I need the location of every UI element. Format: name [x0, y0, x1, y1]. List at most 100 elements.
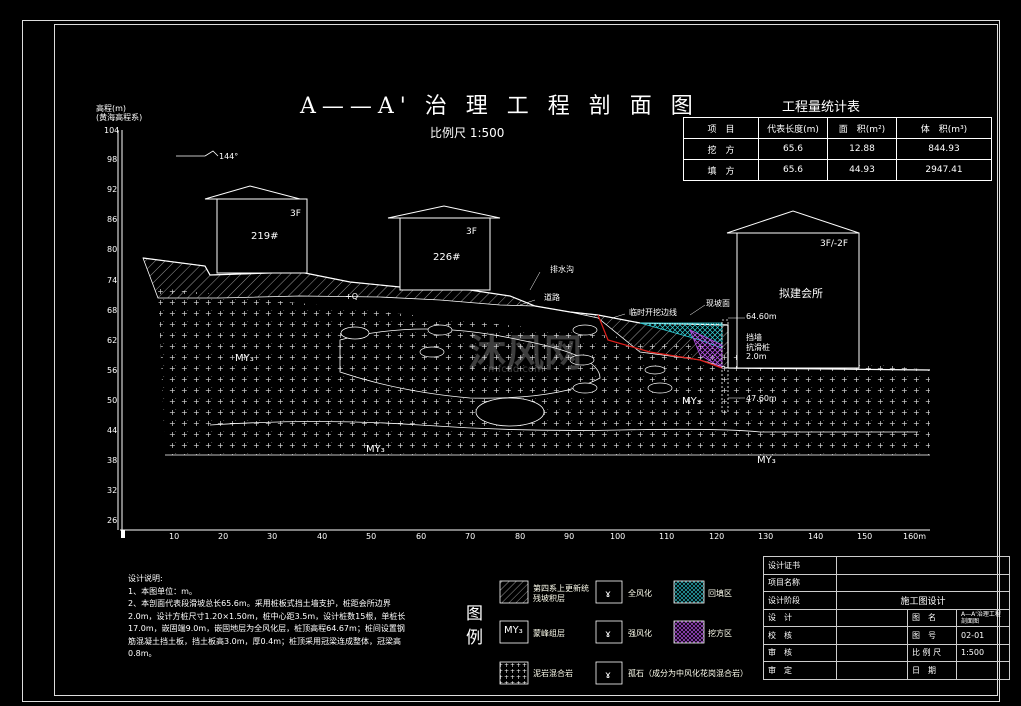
title-block-row: 项目名称	[763, 573, 1010, 592]
title-block-cell: 图 号	[907, 626, 957, 645]
x-tick: 140	[808, 532, 824, 541]
title-block-row: 设计证书	[763, 556, 1010, 575]
slope-angle-label: 144°	[219, 152, 239, 161]
x-tick: 70	[465, 532, 476, 541]
title-block-cell: 审 核	[763, 643, 837, 662]
quantity-table: 项 目 代表长度(m) 面 积(m²) 体 积(m³) 挖 方 65.6 12.…	[683, 117, 992, 181]
drain-label: 排水沟	[550, 265, 574, 274]
title-block-cell: 审 定	[763, 661, 837, 680]
legend-label-mixed: 泥岩混合岩	[533, 669, 573, 678]
legend-label-fill: 第四系上更新统残坡积层	[533, 584, 589, 603]
road-label: 道路	[544, 293, 560, 302]
y-tick: 86	[107, 215, 118, 224]
pile-bottom-elev: 47.60m	[746, 394, 777, 403]
table-cell: 填 方	[683, 159, 759, 181]
table-cell: 挖 方	[683, 138, 759, 160]
y-tick: 38	[107, 456, 118, 465]
title-block-cell: 比 例 尺	[907, 643, 957, 662]
title-block-cell: 项目名称	[763, 573, 837, 592]
x-tick: 40	[317, 532, 328, 541]
title-block-cell: 1:500	[956, 643, 1010, 662]
legend-label-strong-weathered: 强风化	[628, 629, 652, 638]
x-tick: 80	[515, 532, 526, 541]
y-tick: 68	[107, 306, 118, 315]
title-block: 设计证书 项目名称 设计阶段 施工图设计 设 计 图 名 A—A'治理工程剖面图…	[763, 556, 1010, 680]
building-226-number: 226#	[433, 252, 461, 263]
temp-excavation-label: 临时开挖边线	[629, 308, 677, 317]
inner-frame	[54, 24, 998, 696]
x-tick: 110	[659, 532, 675, 541]
title-block-cell	[956, 661, 1010, 680]
table-header: 代表长度(m)	[758, 117, 828, 139]
y-tick: 62	[107, 336, 118, 345]
unit-label: MY₃	[682, 396, 701, 407]
title-block-cell	[836, 573, 1010, 592]
design-notes: 设计说明: 1、本图单位：m。 2、本剖面代表段滑坡总长65.6m。采用桩板式挡…	[128, 573, 408, 661]
clubhouse-floors: 3F/-2F	[820, 239, 849, 249]
y-axis-label: 高程(m) (黄海高程系)	[96, 104, 143, 122]
title-block-cell	[836, 661, 908, 680]
legend-swatches: + ɤ ɤ ɤ	[499, 580, 705, 685]
x-tick: 120	[709, 532, 725, 541]
title-block-cell: 设 计	[763, 608, 837, 627]
y-tick: 44	[107, 426, 118, 435]
y-tick: 32	[107, 486, 118, 495]
title-block-row: 设 计 图 名 A—A'治理工程剖面图	[763, 608, 1010, 627]
notes-title: 设计说明:	[128, 574, 163, 583]
table-row: 挖 方 65.6 12.88 844.93	[683, 138, 992, 160]
legend-label-excavation: 挖方区	[708, 629, 732, 638]
outer-frame	[22, 20, 1000, 702]
y-tick: 74	[107, 276, 118, 285]
title-block-row: 校 核 图 号 02-01	[763, 626, 1010, 645]
y-tick: 80	[107, 245, 118, 254]
title-block-cell	[836, 608, 908, 627]
title-block-cell: 日 期	[907, 661, 957, 680]
building-219-number: 219#	[251, 231, 279, 242]
title-block-cell	[836, 643, 908, 662]
table-cell: 2947.41	[896, 159, 992, 181]
slope-surface-label: 现坡面	[706, 299, 730, 308]
table-header: 体 积(m³)	[896, 117, 992, 139]
legend-label-full-weathered: 全风化	[628, 589, 652, 598]
table-cell: 65.6	[758, 138, 828, 160]
legend-title: 图例	[466, 604, 483, 648]
table-cell: 65.6	[758, 159, 828, 181]
x-tick: 20	[218, 532, 229, 541]
y-tick: 92	[107, 185, 118, 194]
watermark-url: mfcad.com	[488, 364, 544, 375]
unit-label: MY₃	[235, 353, 254, 364]
drawing-scale: 比例尺 1:500	[430, 126, 505, 140]
title-block-cell: 施工图设计	[836, 591, 1010, 610]
title-block-row: 设计阶段 施工图设计	[763, 591, 1010, 610]
proposed-clubhouse-label: 拟建会所	[779, 287, 823, 300]
marker-label: +Q	[345, 292, 358, 301]
title-block-row: 审 定 日 期	[763, 661, 1010, 680]
watermark: 沐风网	[468, 331, 583, 375]
quantity-table-title: 工程量统计表	[782, 100, 861, 115]
drawing-title: A——A' 治 理 工 程 剖 面 图	[300, 94, 699, 119]
title-block-cell: 设计证书	[763, 556, 837, 575]
x-tick: 100	[610, 532, 626, 541]
x-tick: 30	[267, 532, 278, 541]
title-block-cell: 设计阶段	[763, 591, 837, 610]
x-tick: 10	[169, 532, 180, 541]
pile-label: 抗滑桩	[746, 343, 770, 352]
legend-symbol-my3: MY₃	[504, 625, 523, 636]
retaining-label: 挡墙	[746, 333, 762, 342]
title-block-row: 审 核 比 例 尺 1:500	[763, 643, 1010, 662]
x-tick: 50	[366, 532, 377, 541]
pile-top-elev: 64.60m	[746, 312, 777, 321]
title-block-cell	[836, 626, 908, 645]
building-219-floors: 3F	[290, 209, 301, 219]
title-block-cell: 图 名	[907, 608, 957, 627]
unit-label: MY₃	[366, 444, 385, 455]
legend-label-my3: 蒙峰组层	[533, 629, 565, 638]
pile-spacing: 2.0m	[746, 352, 767, 361]
y-tick: 56	[107, 366, 118, 375]
svg-text:ɤ: ɤ	[605, 629, 611, 640]
x-tick: 90	[564, 532, 575, 541]
title-block-cell: 校 核	[763, 626, 837, 645]
legend-label-boulder: 孤石（成分为中风化花岗混合岩）	[628, 669, 748, 678]
table-header: 项 目	[683, 117, 759, 139]
